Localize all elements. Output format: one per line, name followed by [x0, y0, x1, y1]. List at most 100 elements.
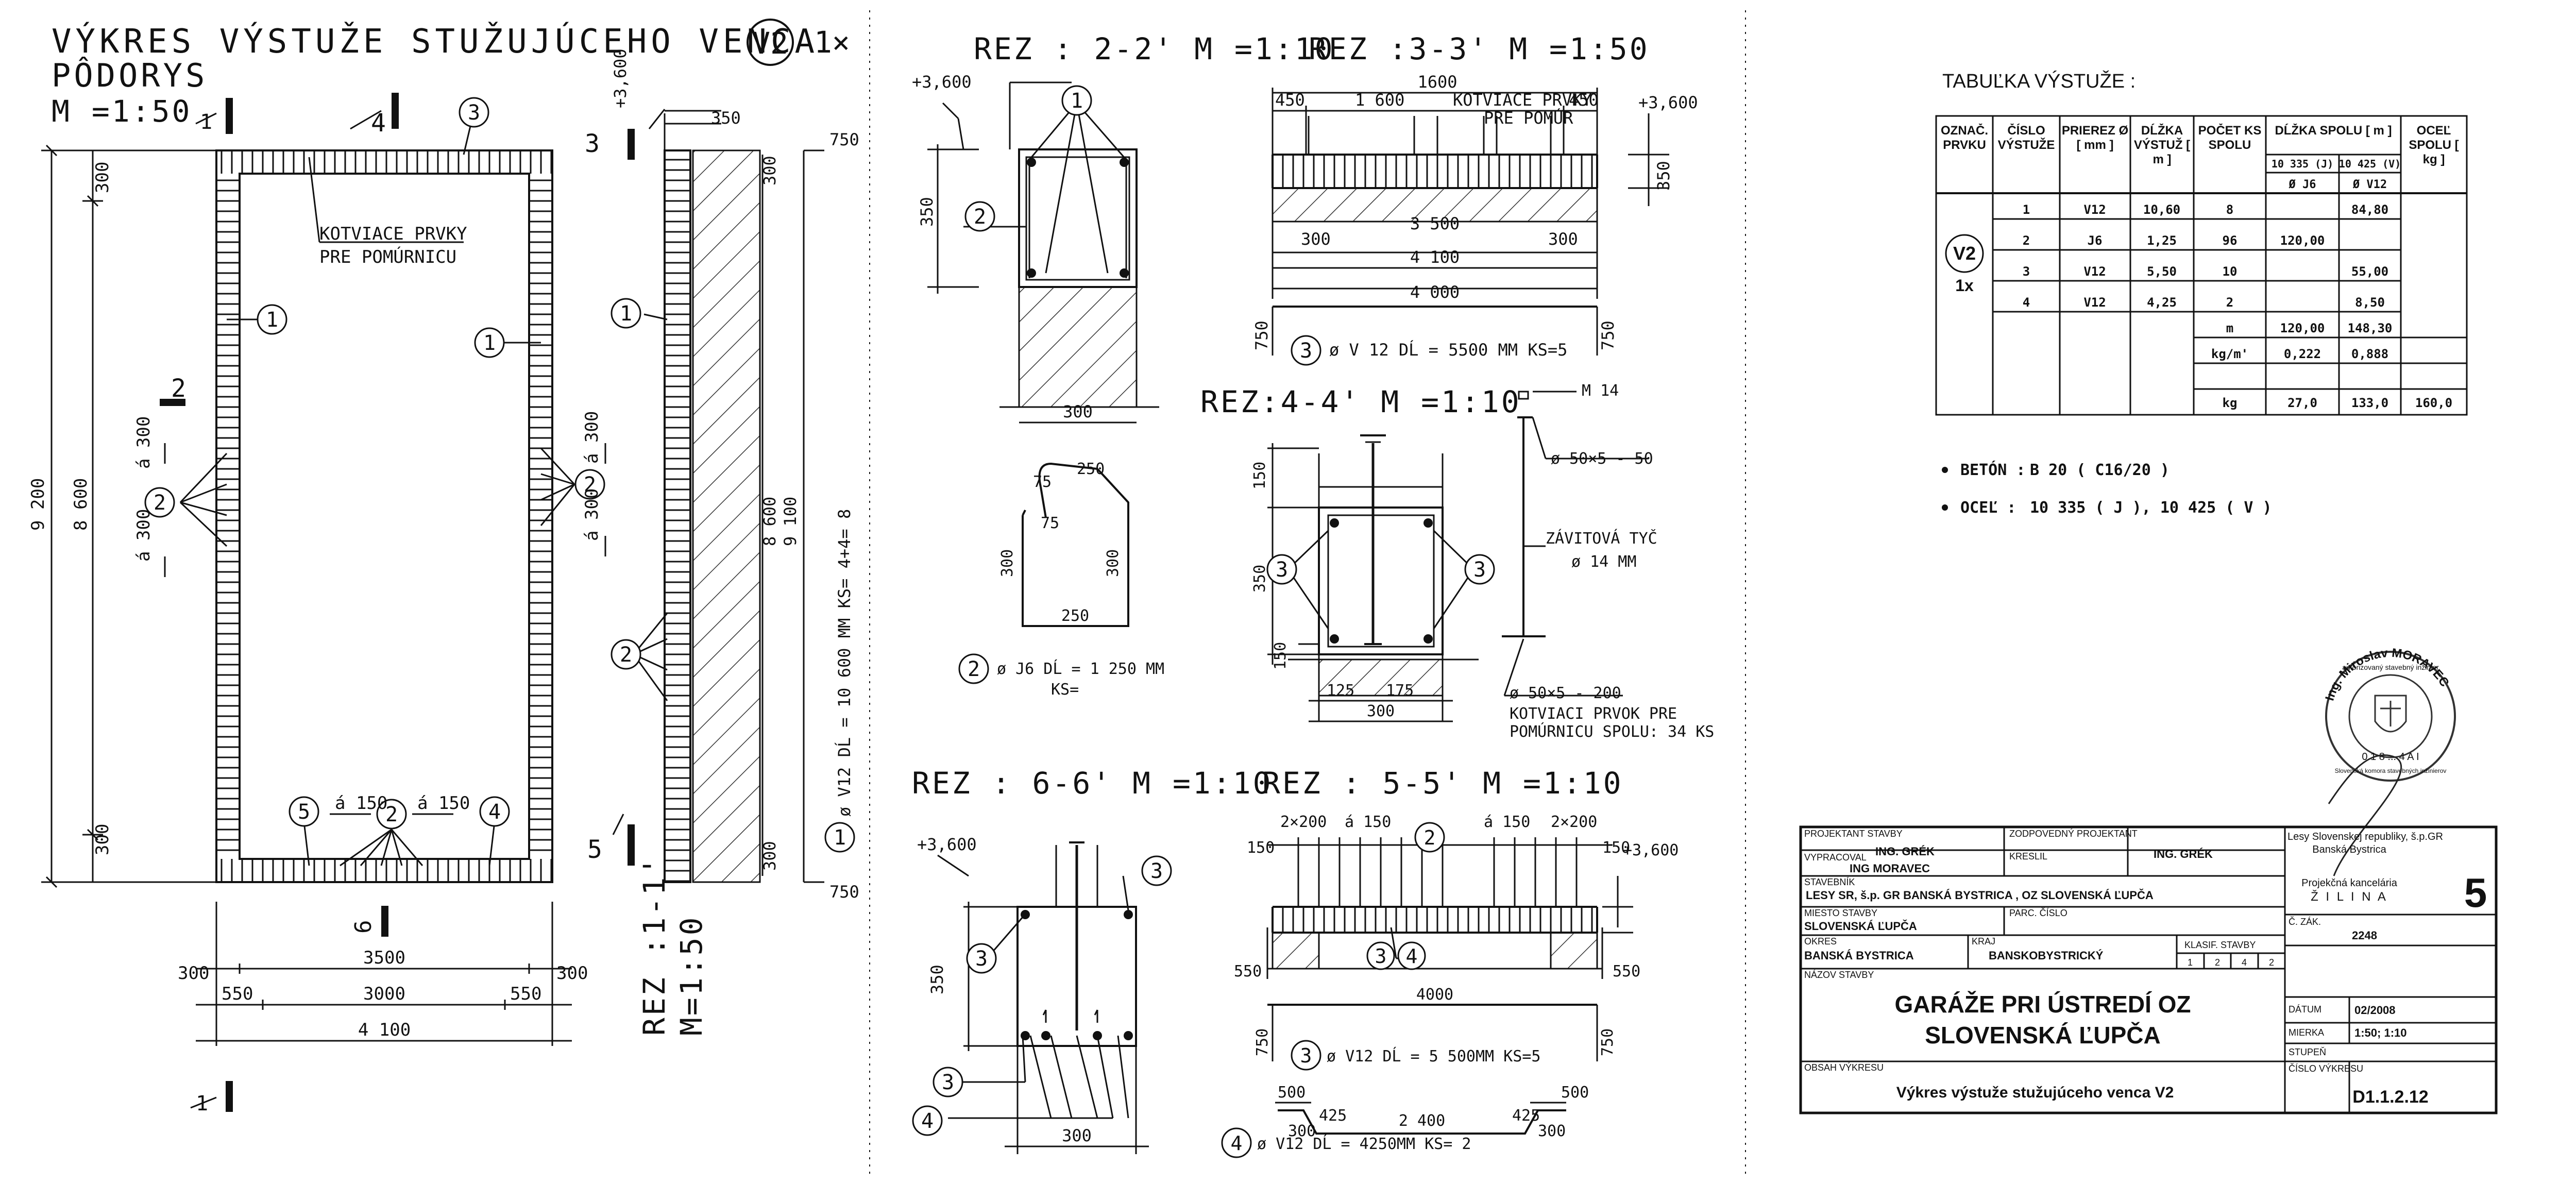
signature — [2328, 754, 2402, 876]
section-4-title: REZ:4-4' M =1:10 — [1200, 384, 1521, 419]
stirrup-note-line2: KS= — [1051, 681, 1079, 699]
tb-nazov-label: NÁZOV STAVBY — [1804, 970, 1874, 980]
section-1-dim-300-bottom: 300 — [760, 841, 779, 871]
bar4-dim-2400: 2 400 — [1399, 1112, 1445, 1130]
tb-owner-line3: Projekčná kancelária — [2301, 877, 2398, 889]
section-5-level: +3,600 — [1623, 841, 1679, 859]
section-6-level: +3,600 — [917, 835, 977, 854]
anchor-note-line2: POMÚRNICU SPOLU: 34 KS — [1510, 722, 1714, 741]
table-row-1-total-v: 84,80 — [2351, 202, 2388, 217]
table-header: OZNAČ. PRVKU ČÍSLO VÝSTUŽE PRIEREZ Ø [ m… — [1941, 124, 2459, 166]
table-row-4-length: 4,25 — [2147, 295, 2177, 310]
section-4-dim-150: 150 — [1251, 462, 1269, 489]
section-5-bar4-bubble: 4 — [1231, 1132, 1243, 1155]
section-2-2: REZ : 2-2' M =1:10 — [912, 31, 1333, 699]
section-5-dim-4000: 4000 — [1416, 986, 1453, 1004]
section-6-6: REZ : 6-6' M =1:10 — [912, 766, 1273, 1154]
table-sum-kgm-j: 0,222 — [2284, 347, 2321, 361]
tb-klasif-2: 2 — [2215, 957, 2220, 968]
plan-bubble-2a: 2 — [154, 491, 166, 515]
plan-spacing-bottom-left: á 150 — [335, 793, 387, 814]
section-5-dim-750-left: 750 — [1253, 1028, 1272, 1056]
table-title: TABUĽKA VÝSTUŽE : — [1942, 70, 2136, 92]
section-5-bar4-note: ø V12 DĹ = 4250MM KS= 2 — [1257, 1135, 1471, 1153]
plan-dim-4100: 4 100 — [358, 1020, 411, 1040]
section-1-scale: M=1:50 — [674, 915, 709, 1036]
section-mark-1-top — [226, 98, 233, 134]
plan-spacing-left-bottom: á 300 — [133, 509, 154, 562]
tb-klasif-label: KLASIF. STAVBY — [2184, 940, 2256, 950]
plan-bubble-2b: 2 — [584, 473, 596, 497]
tb-nazov-line1: GARÁŽE PRI ÚSTREDÍ OZ — [1894, 991, 2191, 1018]
plan-dim-300-top: 300 — [92, 162, 113, 193]
note-steel-value: 10 335 ( J ), 10 425 ( V ) — [2030, 499, 2272, 517]
section-2-level: +3,600 — [912, 72, 972, 92]
section-1-dim-350: 350 — [711, 108, 741, 128]
plan-outer-wall — [215, 149, 553, 883]
table-header-mark: OZNAČ. PRVKU — [1941, 124, 1988, 152]
section-4-wall — [1318, 658, 1444, 697]
section-1-bubble-2: 2 — [620, 643, 632, 667]
section-3-note-line1: KOTVIACE PRVKY — [1453, 90, 1592, 110]
section-3-dim-1600: 1 600 — [1355, 90, 1404, 110]
title-mark-circle — [747, 19, 794, 66]
plan-note-line2: PRE POMÚRNICU — [319, 246, 456, 267]
plan-dim-300-left: 300 — [178, 963, 209, 984]
tb-zodp: ING. GRÉK — [2154, 848, 2213, 860]
section-5-dim-150-right: 150 — [1602, 839, 1630, 857]
bar4-dim-300-right: 300 — [1538, 1122, 1566, 1140]
section-1-bar-note: ø V12 DĹ = 10 600 MM KS= 4+4= 8 — [835, 509, 854, 817]
table-header-section: PRIEREZ Ø [ mm ] — [2061, 124, 2129, 152]
table-sub-dia-v12: Ø V12 — [2352, 178, 2387, 191]
section-5-bubble-3: 3 — [1375, 945, 1387, 968]
plan-note-line1: KOTVIACE PRVKY — [319, 224, 467, 244]
section-5-bar3-note: ø V12 DĹ = 5 500MM KS=5 — [1327, 1047, 1540, 1066]
section-2-bubble-1: 1 — [1071, 89, 1083, 113]
table-row-4-number: 4 — [2023, 295, 2030, 310]
section-6-bubble-3c: 3 — [942, 1071, 954, 1094]
stirrup-dim-300-left: 300 — [998, 549, 1016, 577]
table-row-4-section: V12 — [2083, 295, 2106, 310]
sheet-title: VÝKRES VÝSTUŽE STUŽUJÚCEHO VENCA V2 1× P… — [52, 19, 850, 129]
section-mark-1-top-label: 1 — [200, 110, 212, 134]
plan-dim-550-left: 550 — [222, 984, 253, 1004]
section-1-bubble-1: 1 — [620, 302, 632, 326]
tb-projektant: ING. GRÉK — [1875, 845, 1935, 858]
section-3-note-line2: PRE POMÚR — [1484, 108, 1573, 128]
section-mark-2-label: 2 — [171, 374, 186, 403]
bar4-dim-300-left: 300 — [1288, 1122, 1316, 1140]
section-mark-4-top — [392, 93, 399, 129]
section-4-dim-125: 125 — [1327, 682, 1354, 700]
stirrup-dim-300-right: 300 — [1104, 549, 1122, 577]
section-5-dim-2x200-left: 2×200 — [1280, 813, 1327, 831]
tb-datum-label: DÁTUM — [2289, 1004, 2321, 1015]
table-sum-kg-label: kg — [2223, 396, 2238, 410]
stamp-shield-icon — [2374, 695, 2407, 733]
section-3-wall — [1272, 187, 1598, 223]
table-row-3-length: 5,50 — [2147, 264, 2177, 279]
plan-bubble-5: 5 — [298, 800, 310, 824]
tb-zodp-label: ZODPOVEDNÝ PROJEKTANT — [2009, 829, 2138, 839]
tb-mierka: 1:50; 1:10 — [2354, 1026, 2407, 1039]
stirrup-dim-250-top: 250 — [1077, 460, 1105, 478]
section-1-dim-750-bottom: 750 — [829, 882, 859, 902]
table-header-number: ČÍSLO VÝSTUŽE — [1997, 124, 2055, 152]
section-mark-3 — [628, 129, 635, 160]
tb-kraj-label: KRAJ — [1972, 936, 1995, 947]
section-6-title: REZ : 6-6' M =1:10 — [912, 766, 1273, 801]
table-sub-steel-j: 10 335 (J) — [2272, 158, 2333, 170]
plan-bubble-1b: 1 — [483, 331, 496, 355]
section-3-bubble: 3 — [1300, 339, 1312, 363]
tb-obsah-label: OBSAH VÝKRESU — [1804, 1062, 1884, 1073]
section-5-dim-150a: á 150 — [1345, 813, 1391, 831]
section-1-dim-8600: 8 600 — [760, 497, 779, 546]
table-row-3-count: 10 — [2223, 264, 2238, 279]
table-sum-kg-total: 160,0 — [2415, 396, 2452, 410]
section-3-dim-450-right: 450 — [1569, 90, 1599, 110]
tb-stavebnik-label: STAVEBNÍK — [1804, 877, 1855, 887]
plan-stirrups-left — [217, 174, 240, 859]
section-6-bubble-3b: 3 — [1150, 859, 1163, 883]
section-2-bubble-2: 2 — [974, 205, 986, 229]
